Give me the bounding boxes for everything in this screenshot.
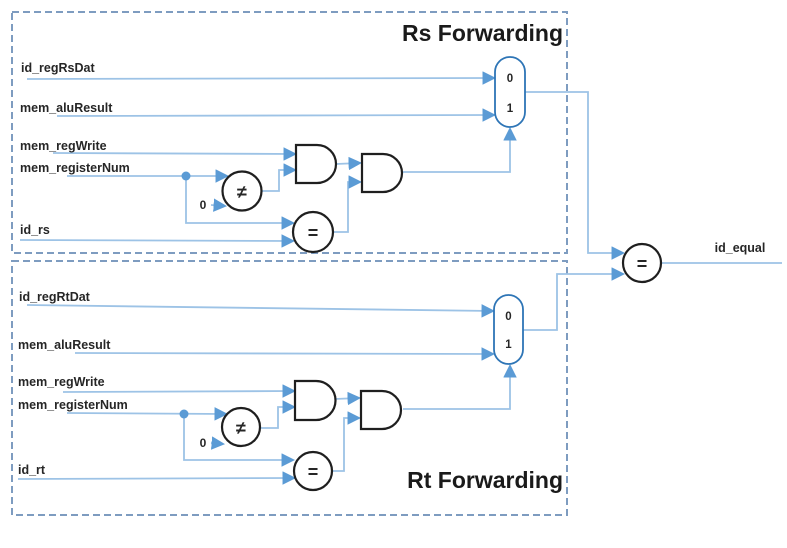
rs-label-mem-regwrite: mem_regWrite xyxy=(20,139,107,153)
rt-wire-id-rt xyxy=(17,471,297,485)
rs-wire-id-rs xyxy=(19,234,296,248)
rt-label-mem-registernum: mem_registerNum xyxy=(18,398,128,412)
rs-wire-zero-const xyxy=(210,198,228,212)
rt-wire-zero-const xyxy=(210,436,226,450)
rt-and1-gate xyxy=(293,379,337,422)
rs-wire-mux-output xyxy=(525,91,626,260)
output-eq-symbol: = xyxy=(637,254,648,274)
rt-zero-label: 0 xyxy=(200,436,207,450)
rs-eq-symbol: = xyxy=(308,223,319,243)
rs-label-mem-aluresult: mem_aluResult xyxy=(20,101,113,115)
rs-and1-gate xyxy=(294,143,338,185)
rt-wire-id-regrtdat xyxy=(26,304,496,318)
rs-junction-dot xyxy=(181,171,191,181)
rs-wire-neq-to-and1 xyxy=(261,163,298,192)
rs-and2-gate xyxy=(360,152,404,194)
rt-and2-gate xyxy=(359,389,403,431)
rt-forwarding-section: Rt Forwarding 0 1 ≠ 0 = id_regRtDat mem_… xyxy=(11,260,626,516)
rs-wire-registernum-branch xyxy=(185,176,296,230)
rt-wire-and1-to-and2 xyxy=(334,391,362,406)
rt-mux-input1-label: 1 xyxy=(505,339,512,351)
rt-label-mem-aluresult: mem_aluResult xyxy=(18,338,111,352)
rt-mux-input0-label: 0 xyxy=(505,311,511,323)
rs-label-mem-registernum: mem_registerNum xyxy=(20,161,130,175)
rt-wire-mem-registernum xyxy=(66,407,229,421)
rt-neq-symbol: ≠ xyxy=(236,418,246,438)
rt-wire-mux-output xyxy=(523,267,626,331)
rt-eq-comparator xyxy=(292,450,334,492)
rt-wire-mem-regwrite xyxy=(62,384,297,398)
rt-wire-mem-aluresult xyxy=(74,347,496,361)
rs-wire-id-regrsdat xyxy=(26,71,497,85)
rs-eq-comparator xyxy=(291,210,335,254)
rt-label-mem-regwrite: mem_regWrite xyxy=(18,375,105,389)
rs-neq-symbol: ≠ xyxy=(237,182,247,202)
rs-zero-label: 0 xyxy=(200,198,207,212)
rs-mux xyxy=(494,56,526,128)
rt-wire-registernum-branch xyxy=(183,414,296,467)
rs-wire-mem-regwrite xyxy=(52,147,298,161)
rs-forwarding-section: Rs Forwarding 0 1 ≠ 0 = id_regRsDat mem_… xyxy=(11,11,626,260)
output-eq-comparator xyxy=(621,242,663,284)
rt-title: Rt Forwarding xyxy=(407,467,563,493)
rs-label-id-regrsdat: id_regRsDat xyxy=(21,61,95,75)
rs-neq-comparator xyxy=(221,170,263,212)
rs-title: Rs Forwarding xyxy=(402,20,563,46)
id-equal-label: id_equal xyxy=(715,241,766,255)
rs-label-id-rs: id_rs xyxy=(20,223,50,237)
rt-label-id-rt: id_rt xyxy=(18,463,46,477)
rt-wire-neq-to-and1 xyxy=(260,400,297,429)
rs-wire-and1-to-and2 xyxy=(335,156,363,171)
rt-box-border xyxy=(11,260,568,516)
rt-mux xyxy=(493,294,524,365)
rt-neq-comparator xyxy=(220,406,262,448)
rt-wire-eq-to-and2 xyxy=(332,411,362,472)
rt-eq-symbol: = xyxy=(308,462,319,482)
rs-mux-input1-label: 1 xyxy=(507,103,514,115)
output-section: = id_equal xyxy=(621,241,782,284)
rt-junction-dot xyxy=(179,409,189,419)
rs-wire-eq-to-and2 xyxy=(333,175,363,233)
rt-label-id-regrtdat: id_regRtDat xyxy=(19,290,91,304)
rs-wire-mem-aluresult xyxy=(56,108,497,122)
rs-mux-input0-label: 0 xyxy=(507,73,513,85)
rs-box-border xyxy=(11,11,568,254)
rs-wire-and2-to-mux-select xyxy=(403,126,517,173)
rt-wire-and2-to-mux-select xyxy=(403,363,517,410)
